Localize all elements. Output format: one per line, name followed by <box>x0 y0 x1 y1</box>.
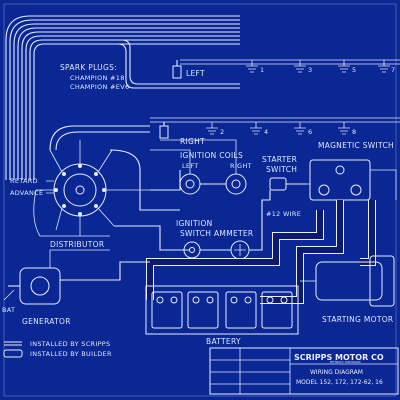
company-name: SCRIPPS MOTOR CO <box>294 353 384 362</box>
retard-label: RETARD <box>10 177 38 185</box>
advance-label: ADVANCE <box>10 189 43 197</box>
left-bank-plugs: LEFT 1 3 5 7 <box>172 60 395 79</box>
scripps-line-icon <box>4 341 22 346</box>
plug-ground-icon <box>338 122 350 135</box>
plug-ground-icon <box>294 60 306 73</box>
wire-12-label: #12 WIRE <box>266 210 301 218</box>
drawing-model: MODEL 152, 172, 172-62, 16 <box>296 379 383 386</box>
legend-scripps: INSTALLED BY SCRIPPS <box>30 340 110 348</box>
plug-ground-icon <box>246 60 258 73</box>
company-subtitle: DETROIT, MICHIGAN <box>330 360 360 364</box>
distributor-label: DISTRIBUTOR <box>50 240 104 249</box>
builder-line-icon <box>3 349 23 358</box>
cylinder-6-label: 6 <box>308 128 312 136</box>
battery-case-icon <box>145 285 299 335</box>
distributor: RETARD ADVANCE DISTRIBUTOR <box>10 140 150 249</box>
spark-plug-icon <box>159 122 169 139</box>
spark-plugs-title: SPARK PLUGS: <box>60 63 117 72</box>
bat-fragment-label: BAT <box>2 306 15 314</box>
generator-label: GENERATOR <box>22 317 71 326</box>
starter-switch-line2: SWITCH <box>266 165 297 174</box>
legend-builder: INSTALLED BY BUILDER <box>30 350 112 358</box>
magnetic-switch-label: MAGNETIC SWITCH <box>318 141 394 150</box>
spark-plug-harness <box>5 15 400 180</box>
battery-cell-icon <box>151 291 183 329</box>
battery-cell-icon <box>225 291 257 329</box>
right-bank-plugs: RIGHT 2 4 6 8 <box>159 122 356 146</box>
plug-ground-icon <box>378 60 390 73</box>
battery-cell-icon <box>261 291 293 329</box>
coil-right-label: RIGHT <box>230 162 252 170</box>
cylinder-2-label: 2 <box>220 128 224 136</box>
spark-plug-icon <box>172 60 182 79</box>
title-block: SCRIPPS MOTOR CO DETROIT, MICHIGAN WIRIN… <box>209 347 399 395</box>
spark-plugs-line2: CHAMPION #EV6 <box>70 83 129 91</box>
battery: BATTERY <box>145 285 299 346</box>
right-bank-harness <box>49 117 400 151</box>
plug-ground-icon <box>294 122 306 135</box>
legend: INSTALLED BY SCRIPPS INSTALLED BY BUILDE… <box>3 340 112 358</box>
spark-plugs-line1: CHAMPION #18 <box>70 74 125 82</box>
starting-motor-label: STARTING MOTOR <box>322 315 393 324</box>
drawing-title: WIRING DIAGRAM <box>310 369 363 376</box>
starter-switch-line1: STARTER <box>262 155 297 164</box>
coil-primary-wires <box>109 149 190 251</box>
starting-motor: STARTING MOTOR <box>300 255 395 324</box>
battery-cell-icon <box>187 291 219 329</box>
cylinder-1-label: 1 <box>260 66 264 74</box>
ignition-switch-line1: IGNITION <box>176 219 213 228</box>
ammeter-label: AMMETER <box>214 229 253 238</box>
ignition-switch-line2: SWITCH <box>180 229 211 238</box>
starter-switch: STARTER SWITCH <box>262 155 306 191</box>
cylinder-8-label: 8 <box>352 128 356 136</box>
plug-ground-icon <box>250 122 262 135</box>
right-bank-label: RIGHT <box>180 137 205 146</box>
cylinder-4-label: 4 <box>264 128 268 136</box>
ignition-coils-title: IGNITION COILS <box>180 151 243 160</box>
cylinder-3-label: 3 <box>308 66 312 74</box>
ignition-coils: IGNITION COILS LEFT RIGHT <box>150 139 252 195</box>
battery-label: BATTERY <box>206 337 241 346</box>
spark-plug-note: SPARK PLUGS: CHAMPION #18 CHAMPION #EV6 <box>60 63 129 91</box>
generator: GENERATOR BAT <box>2 249 150 326</box>
plug-ground-icon <box>338 60 350 73</box>
cylinder-5-label: 5 <box>352 66 356 74</box>
plug-ground-icon <box>206 122 218 135</box>
cylinder-7-label: 7 <box>391 66 395 74</box>
left-bank-label: LEFT <box>186 69 205 78</box>
